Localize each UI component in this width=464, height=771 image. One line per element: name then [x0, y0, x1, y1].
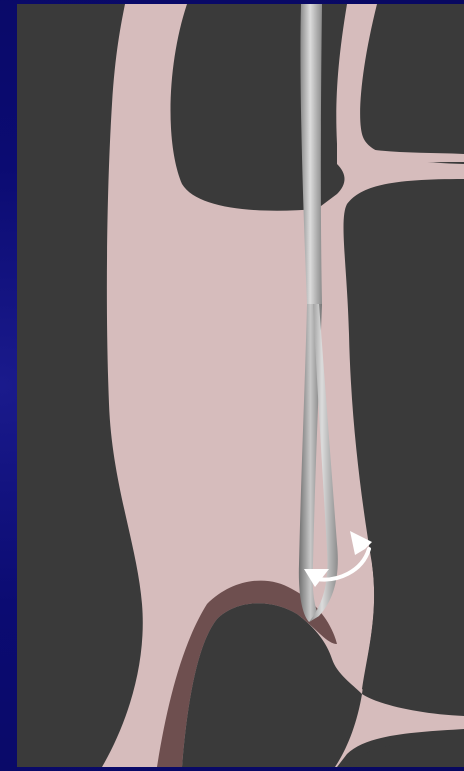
- vessel-illustration: [17, 4, 464, 767]
- illustration-panel: [17, 4, 464, 767]
- lower-right-lobe: [362, 564, 464, 710]
